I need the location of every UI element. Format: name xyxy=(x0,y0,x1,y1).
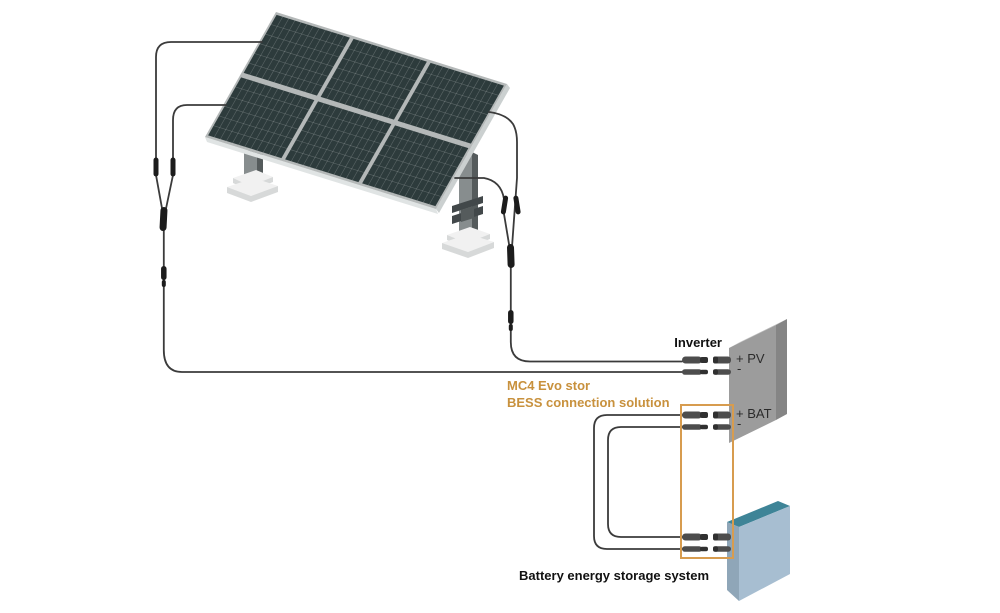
pv-string-cables xyxy=(155,41,683,373)
bat-minus-port-label: - xyxy=(737,416,742,431)
inverter-label: Inverter xyxy=(674,335,722,350)
battery-system-label: Battery energy storage system xyxy=(519,568,710,583)
mc4-connectors xyxy=(153,157,731,552)
battery-box xyxy=(727,501,790,601)
callout-line1: MC4 Evo stor xyxy=(507,378,591,393)
pv-minus-port-label: - xyxy=(737,361,742,376)
bess-connection-cables xyxy=(593,414,684,550)
bess-highlight-box xyxy=(680,404,734,559)
mc4-evo-callout: MC4 Evo stor BESS connection solution xyxy=(507,377,670,411)
pv-plus-port-label: + PV xyxy=(736,351,765,366)
panel-mount-legs xyxy=(227,143,494,258)
bat-plus-port-label: + BAT xyxy=(736,406,772,421)
solar-panel xyxy=(205,12,510,214)
callout-line2: BESS connection solution xyxy=(507,395,670,410)
inverter-box xyxy=(729,319,787,443)
